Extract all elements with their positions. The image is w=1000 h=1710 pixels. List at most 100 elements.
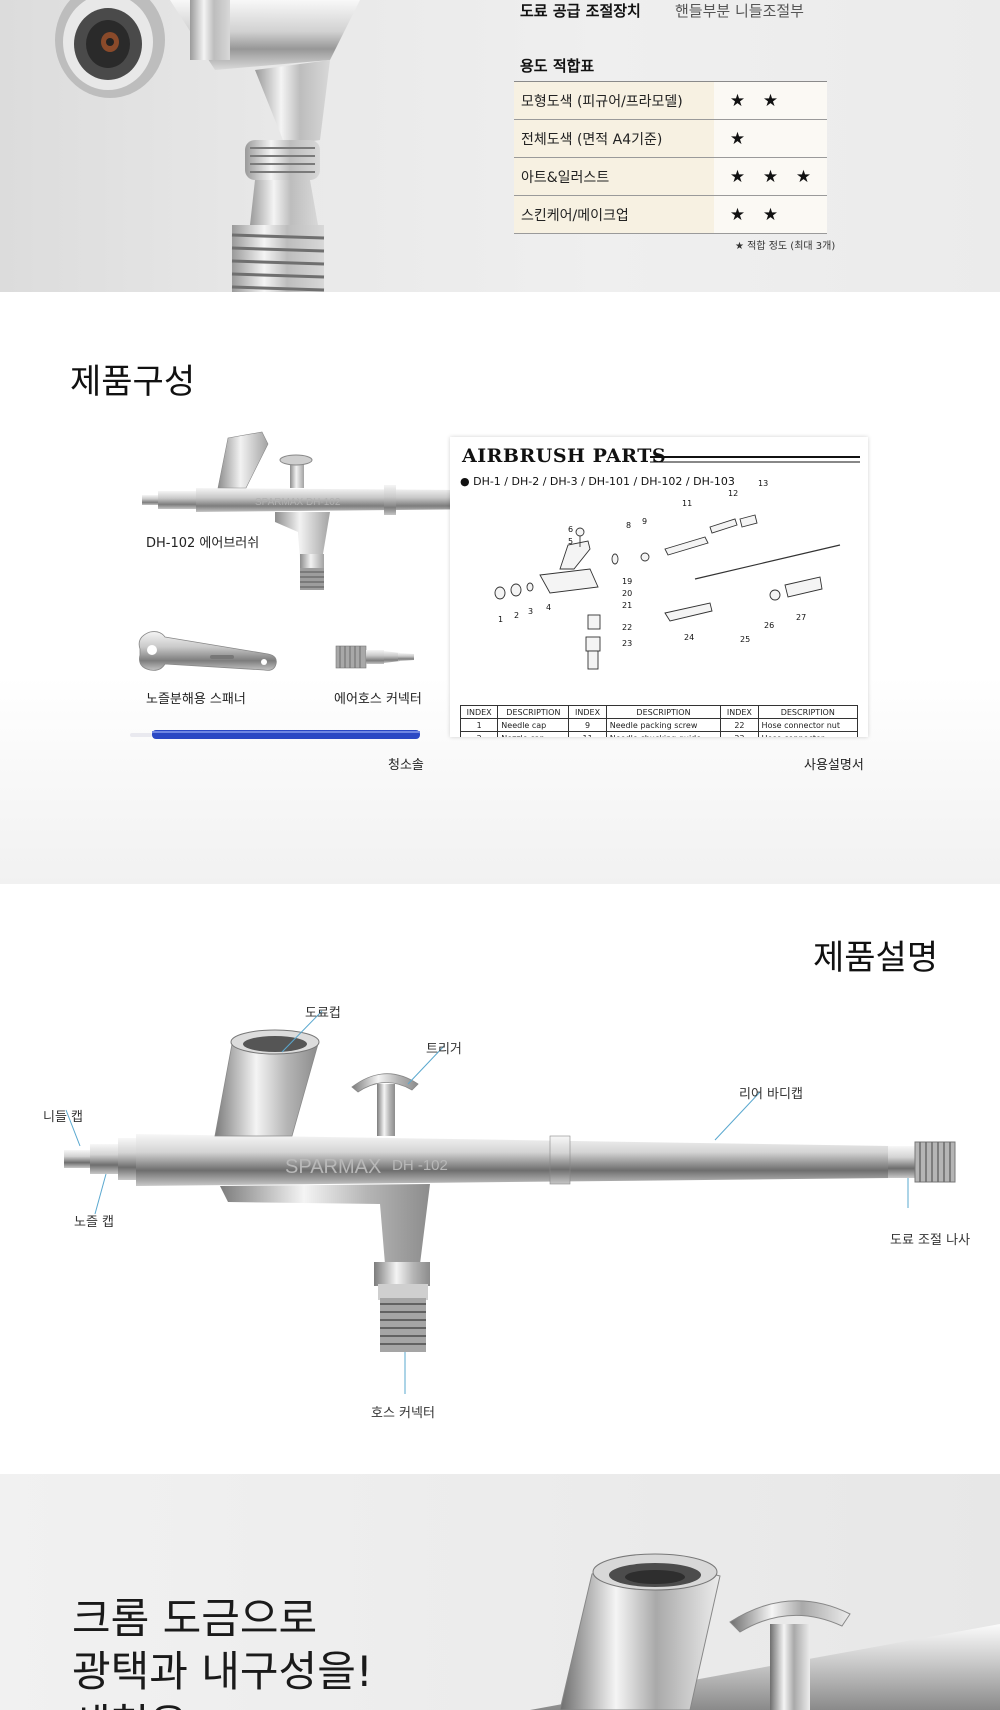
spanner-image [138,631,277,671]
fit-chart-row: 전체도색 (면적 A4기준) ★ [514,119,827,158]
spanner-caption: 노즐분해용 스패너 [146,692,246,707]
trigger-leader [407,1045,445,1085]
manual-image: AIRBRUSH PARTS [450,437,868,737]
manual-title: AIRBRUSH PARTS [462,445,667,467]
parts-table-cell: Hose connector [757,731,859,737]
spec-section: 도료 공급 조절장치 핸들부분 니들조절부 용도 적합표 모형도색 (피규어/프… [0,0,1000,292]
parts-table-header: DESCRIPTION [497,705,570,719]
fit-chart-row: 아트&일러스트 ★ ★ ★ [514,157,827,196]
headline-line-1: 크롬 도금으로 [72,1594,318,1643]
parts-table-cell: Needle cap [497,718,570,732]
label-hose-connector: 호스 커넥터 [371,1406,435,1421]
rear-cap-leader [714,1091,761,1141]
parts-table-header: INDEX [720,705,759,719]
label-nozzle-cap: 노즐 캡 [74,1215,115,1230]
manual-callout-number: 6 [568,525,574,534]
airbrush-caption: DH-102 에어브러쉬 [146,536,260,551]
manual-callout-number: 13 [758,479,769,488]
headline-line-2: 광택과 내구성을! [72,1647,373,1696]
manual-callout-number: 4 [546,603,552,612]
parts-table-cell: Nozzle cap [497,731,570,737]
spec-label: 도료 공급 조절장치 [520,2,641,20]
spec-value: 핸들부분 니들조절부 [675,2,804,20]
parts-table-header: INDEX [459,705,499,719]
manual-callout-number: 27 [796,613,807,622]
fit-chart-use: 모형도색 (피규어/프라모델) [514,81,714,120]
manual-callout-number: 12 [728,489,739,498]
components-section: 제품구성 [0,292,1000,884]
label-paint-screw: 도료 조절 나사 [890,1233,971,1248]
label-trigger: 트리거 [426,1042,462,1057]
manual-callout-number: 9 [642,517,648,526]
manual-subtitle: ● DH-1 / DH-2 / DH-3 / DH-101 / DH-102 /… [460,475,735,488]
star-icon: ★ [762,204,779,225]
manual-callout-number: 19 [622,577,633,586]
star-icon: ★ [762,90,779,111]
description-title: 제품설명 [813,938,939,978]
airbrush-labeled-image: SPARMAX DH -102 [64,1010,956,1394]
parts-table-cell: 11 [568,731,607,737]
parts-table-cell: 23 [720,731,759,737]
fit-chart-title: 용도 적합표 [520,57,595,75]
fit-chart-rating: ★ [714,119,827,158]
chrome-section: 크롬 도금으로 광택과 내구성을! 세척은 [0,1474,1000,1710]
paint-cup-leader [281,1010,323,1053]
manual-callout-number: 22 [622,623,633,632]
cleaning-brush-image [130,730,420,739]
manual-caption: 사용설명서 [804,758,864,773]
manual-callout-number: 23 [622,639,633,648]
fit-chart-table: 모형도색 (피규어/프라모델)★★전체도색 (면적 A4기준)★아트&일러스트★… [514,81,827,234]
manual-callout-number: 24 [684,633,695,642]
hose-connector-image [335,645,414,669]
manual-callout-number: 20 [622,589,633,598]
airbrush-closeup-image [530,1553,1000,1710]
manual-callout-number: 21 [622,601,633,610]
parts-table-cell: 22 [720,718,759,732]
star-icon: ★ [762,166,779,187]
label-needle-cap: 니들 캡 [43,1110,84,1125]
parts-table-cell: Needle chucking guide [605,731,722,737]
star-icon: ★ [729,90,746,111]
manual-parts-diagram [494,456,860,670]
manual-callout-number: 1 [498,615,504,624]
label-paint-cup: 도료컵 [305,1006,341,1021]
fit-chart-use: 스킨케어/메이크업 [514,195,714,234]
fit-chart-rating: ★★ [714,195,827,234]
parts-table-cell: 9 [568,718,607,732]
fit-chart-note: ★ 적합 정도 (최대 3개) [735,241,836,252]
parts-table-cell: 1 [459,718,499,732]
parts-table-cell: Hose connector nut [757,718,859,732]
label-rear-cap: 리어 바디캡 [739,1087,803,1102]
fit-chart-rating: ★ ★ ★ [714,157,827,196]
parts-table-row: 2Nozzle cap11Needle chucking guide23Hose… [459,731,859,737]
brand-engraving: SPARMAX [285,1156,381,1178]
fit-chart-use: 아트&일러스트 [514,157,714,196]
parts-table-cell: 2 [459,731,499,737]
parts-table-header: DESCRIPTION [757,705,859,719]
headline-line-3: 세척은 [72,1698,373,1710]
brush-caption: 청소솔 [388,758,424,773]
star-icon: ★ [795,166,812,187]
chrome-headline: 크롬 도금으로 광택과 내구성을! 세척은 [72,1592,373,1710]
fit-chart-row: 모형도색 (피규어/프라모델)★★ [514,81,827,120]
model-engraving: DH -102 [392,1157,448,1174]
fit-chart-rating: ★★ [714,81,827,120]
manual-callout-number: 2 [514,611,520,620]
brand-engraving-small: SPARMAX DH-102 [255,497,341,508]
parts-table-header: DESCRIPTION [605,705,722,719]
nozzle-cap-leader [94,1173,107,1215]
manual-callout-number: 5 [568,537,574,546]
star-icon: ★ [729,166,746,187]
needle-cap-leader [65,1109,81,1147]
description-section: 제품설명 [0,884,1000,1474]
connector-caption: 에어호스 커넥터 [334,692,422,707]
manual-callout-number: 11 [682,499,693,508]
fit-chart-use: 전체도색 (면적 A4기준) [514,119,714,158]
parts-table-cell: Needle packing screw [605,718,722,732]
manual-callout-number: 3 [528,607,534,616]
manual-callout-number: 25 [740,635,751,644]
fit-chart-row: 스킨케어/메이크업★★ [514,195,827,234]
star-icon: ★ [729,128,746,149]
